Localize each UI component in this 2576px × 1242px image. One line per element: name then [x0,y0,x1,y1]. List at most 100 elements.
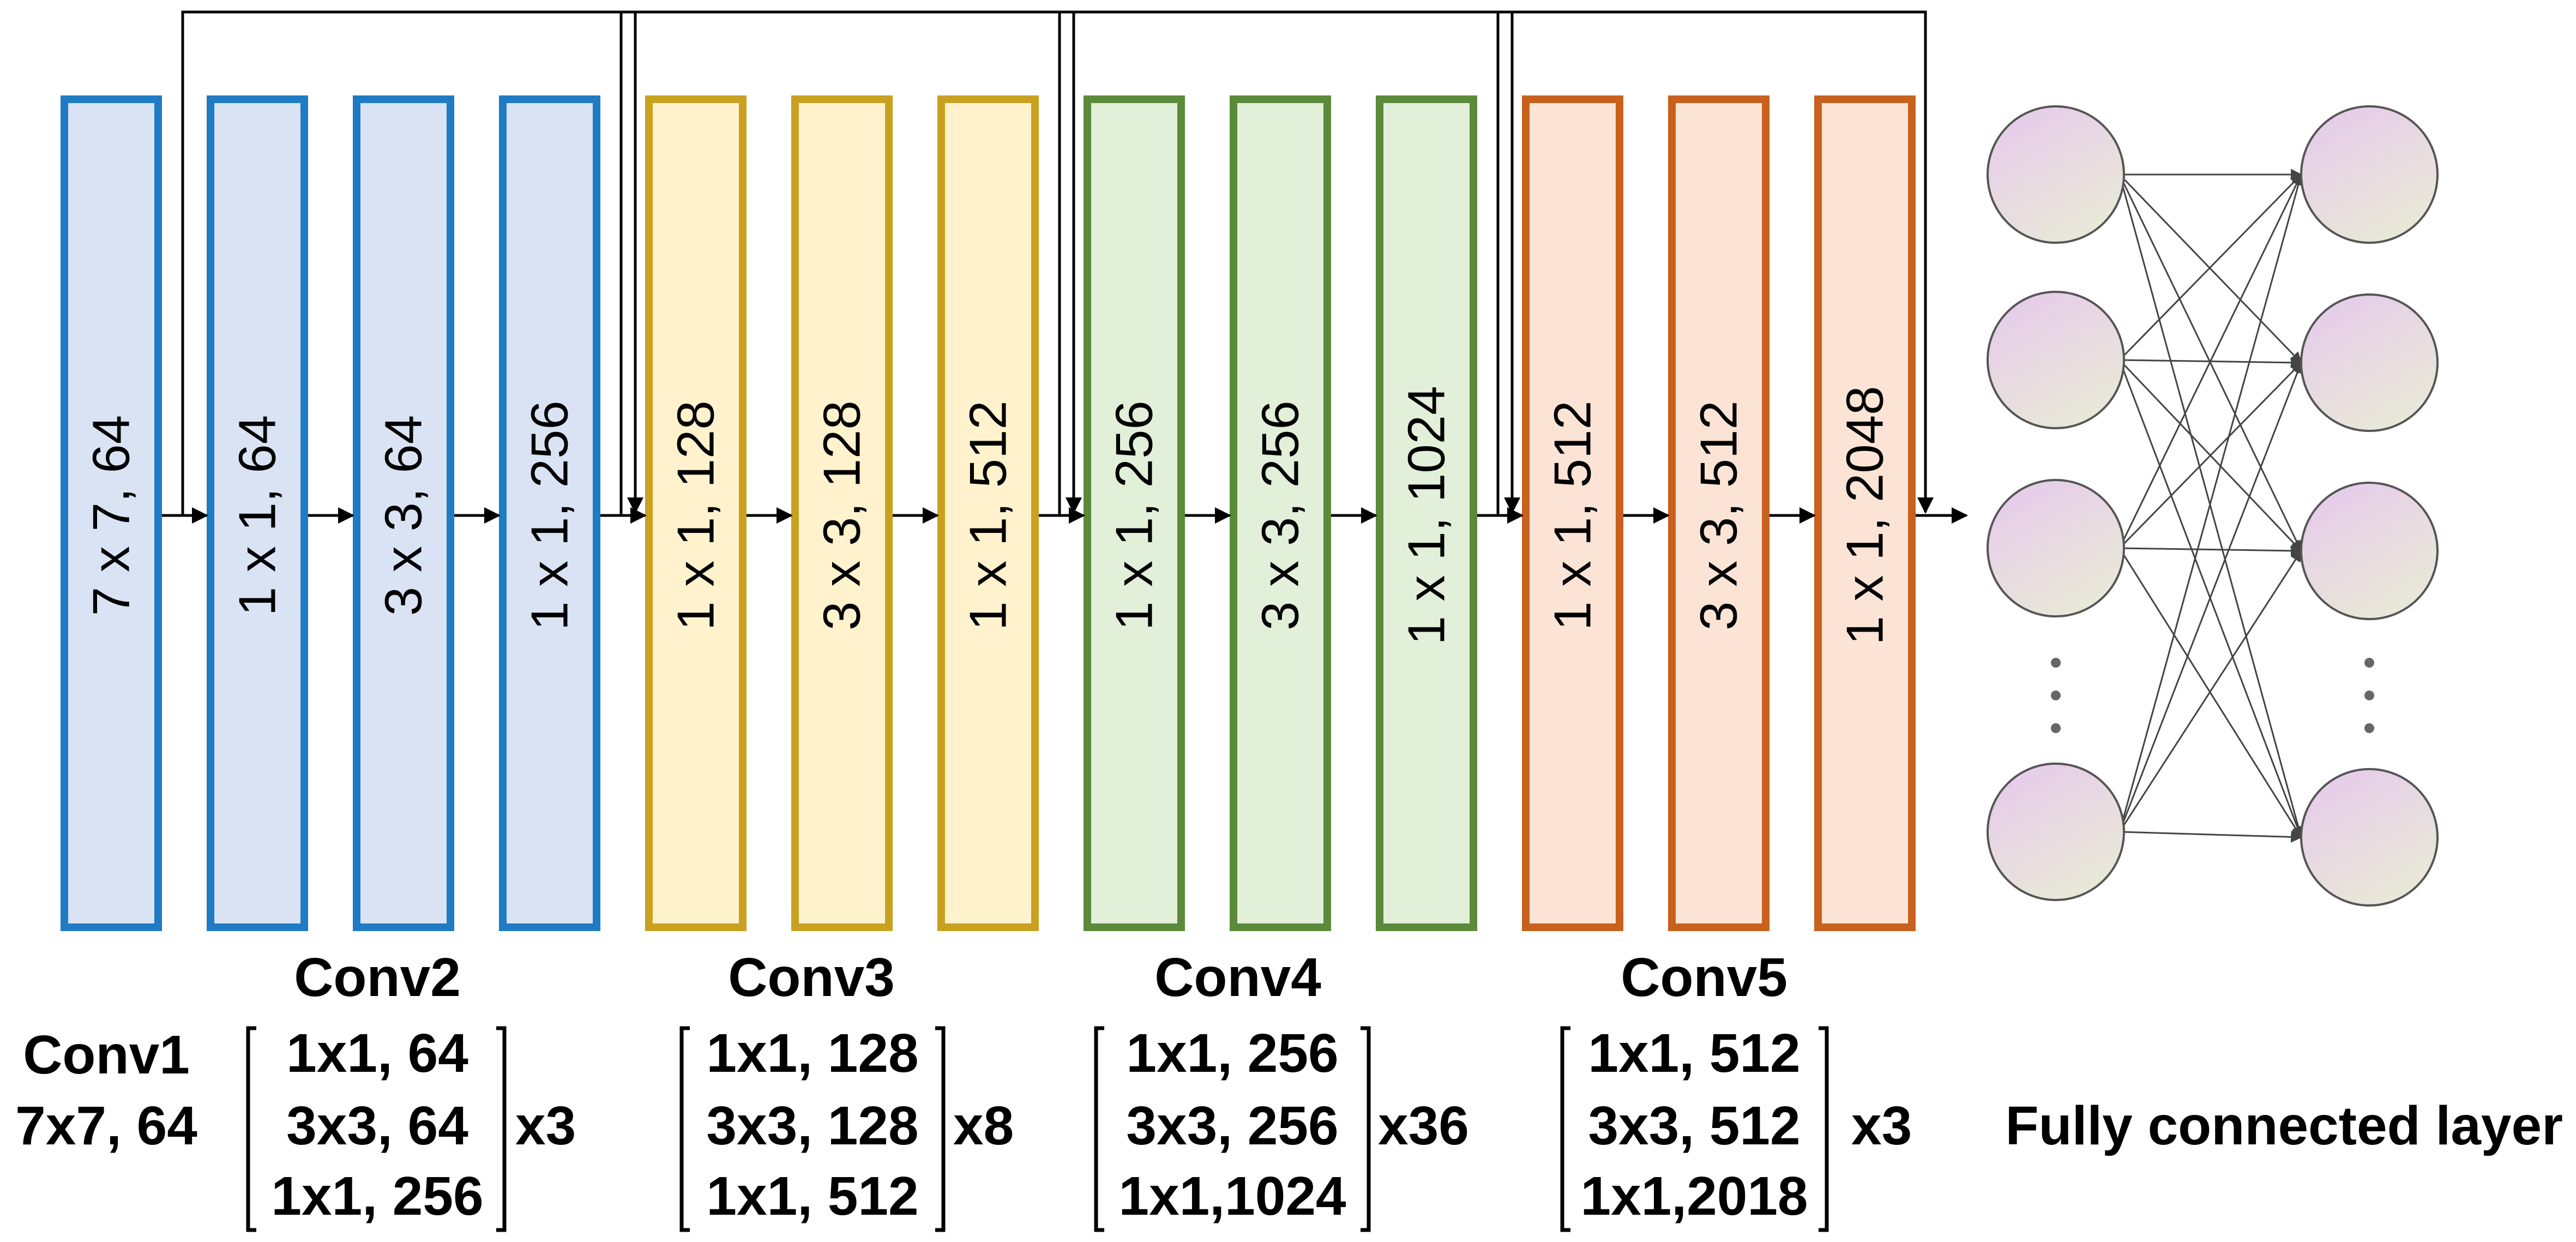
conv-block: 7 x 7, 64 [61,95,162,931]
conv-block: 3 x 3, 64 [353,95,454,931]
conv3-left-bracket [679,1026,690,1232]
conv-block-label: 1 x 1, 256 [521,400,579,631]
fc-edge [2118,550,2302,832]
conv3-row-3: 1x1, 512 [706,1166,918,1227]
ellipsis-dot [2051,691,2061,700]
conv2-row-1: 1x1, 64 [286,1023,468,1084]
fc-edge [2119,545,2303,557]
conv-block-label: 1 x 1, 512 [959,400,1018,631]
conv5-row-2: 3x3, 512 [1588,1095,1800,1156]
conv-block-rect [1376,95,1477,931]
skip-connection [1058,10,1520,515]
conv-block-label: 3 x 3, 128 [813,400,871,631]
conv-block: 1 x 1, 512 [1522,95,1623,931]
stage-labels: Conv1 7x7, 64 Conv2 1x1, 64 3x3, 64 1x1,… [15,947,2563,1232]
conv3-right-bracket [935,1026,946,1232]
conv3-title: Conv3 [728,947,895,1008]
conv-block: 1 x 1, 64 [207,95,308,931]
conv-block-rect [207,95,308,931]
fc-edge [2118,362,2302,549]
conv4-right-bracket [1361,1026,1371,1232]
conv-block: 3 x 3, 256 [1230,95,1331,931]
conv-block-rect [1814,95,1916,931]
conv-block-rect [1522,95,1623,931]
conv-block-label: 1 x 1, 2048 [1836,386,1894,645]
conv-block-rect [791,95,893,931]
conv-block: 1 x 1, 1024 [1376,95,1477,931]
fc-edge [2118,173,2302,549]
fc-edge [2118,173,2302,364]
conv3-row-1: 1x1, 128 [706,1023,918,1084]
conv5-repeat: x3 [1851,1095,1912,1156]
output-neuron [2300,293,2439,432]
input-neuron [1987,105,2125,244]
conv-block: 3 x 3, 128 [791,95,893,931]
conv-block-label: 3 x 3, 64 [375,415,433,616]
fc-neurons [1987,105,2439,907]
ellipsis-dots [2051,658,2374,733]
skip-connection [619,10,1082,515]
conv-block-rect [499,95,600,931]
conv-block: 1 x 1, 256 [1084,95,1185,931]
conv-block-label: 1 x 1, 256 [1105,400,1164,631]
conv2-row-2: 3x3, 64 [286,1095,468,1156]
conv-block-label: 3 x 3, 512 [1690,400,1748,631]
input-neuron [1987,763,2125,901]
fc-edge [2118,362,2303,832]
conv-block-rect [1084,95,1185,931]
output-neuron [2300,482,2439,620]
conv2-repeat: x3 [515,1095,576,1156]
skip-connection [181,10,643,515]
conv2-left-bracket [246,1026,256,1232]
conv4-title: Conv4 [1154,947,1321,1008]
conv-block-label: 7 x 7, 64 [82,415,141,616]
conv-block-rect [353,95,454,931]
output-neuron [2300,105,2439,244]
fc-edge [2119,831,2303,843]
conv4-row-2: 3x3, 256 [1126,1095,1338,1156]
conv3-row-2: 3x3, 128 [706,1095,918,1156]
conv-block-rect [1230,95,1331,931]
conv-block-rect [937,95,1039,931]
fc-title: Fully connected layer [2005,1095,2563,1156]
input-neuron [1987,479,2125,617]
skip-connections [181,10,1934,515]
input-neuron [1987,291,2125,429]
conv-block: 3 x 3, 512 [1668,95,1770,931]
conv-block: 1 x 1, 2048 [1814,95,1916,931]
ellipsis-dot [2051,658,2061,668]
ellipsis-dot [2364,723,2374,733]
conv4-left-bracket [1094,1026,1104,1232]
fc-edges [2118,169,2304,843]
conv5-row-1: 1x1, 512 [1588,1023,1800,1084]
ellipsis-dot [2364,691,2374,700]
conv-block-rect [645,95,747,931]
conv-block-label: 1 x 1, 64 [228,415,287,616]
conv4-row-3: 1x1,1024 [1118,1166,1346,1227]
conv-block-rect [1668,95,1770,931]
conv1-title: Conv1 [23,1024,190,1085]
conv5-left-bracket [1560,1026,1570,1232]
output-neuron [2300,768,2439,907]
conv-block-label: 1 x 1, 512 [1544,400,1602,631]
conv-block-label: 1 x 1, 1024 [1398,386,1456,645]
conv5-right-bracket [1819,1026,1829,1232]
conv2-right-bracket [496,1026,507,1232]
fc-edge [2118,173,2304,832]
conv-block: 1 x 1, 512 [937,95,1039,931]
conv1-row: 7x7, 64 [15,1095,197,1156]
conv-blocks: 7 x 7, 64 1 x 1, 64 3 x 3, 64 1 x 1, 256 1 x… [61,95,1916,931]
ellipsis-dot [2051,723,2061,733]
fc-edge [2118,173,2302,361]
conv-block: 1 x 1, 256 [499,95,600,931]
skip-connection [1496,10,1934,515]
conv5-row-3: 1x1,2018 [1580,1166,1808,1227]
fully-connected-network [1987,105,2439,907]
conv-block-rect [61,95,162,931]
conv5-title: Conv5 [1621,947,1787,1008]
conv4-row-1: 1x1, 256 [1126,1023,1338,1084]
conv-block-label: 1 x 1, 128 [667,400,725,631]
ellipsis-dot [2364,658,2374,668]
conv-block: 1 x 1, 128 [645,95,747,931]
